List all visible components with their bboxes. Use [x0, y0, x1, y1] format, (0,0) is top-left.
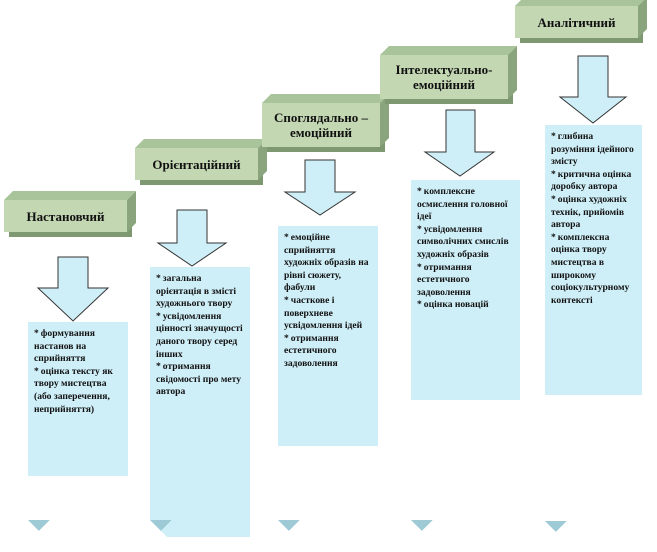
list-item: *оцінка новацій	[417, 299, 489, 311]
list-item: *емоційне сприйняття художніх образів на…	[284, 232, 369, 294]
down-arrow-icon	[156, 209, 228, 267]
stage-1-title: Настановчий	[26, 208, 105, 224]
list-item: *усвідомлення символічних смислів художн…	[417, 223, 509, 260]
stage-4-header: Інтелектуально-емоційний	[380, 55, 508, 99]
stage-2-items: *загальна орієнтація в змісті художнього…	[156, 273, 246, 399]
stage-5-title: Аналітичний	[537, 14, 616, 30]
list-item: *комплексне осмислення головної ідеї	[417, 186, 508, 223]
stage-5-header: Аналітичний	[515, 6, 638, 38]
stage-3-items: *емоційне сприйняття художніх образів на…	[284, 232, 374, 371]
stage-2-title: Орієнтаційний	[152, 156, 241, 172]
down-arrow-icon	[283, 159, 357, 216]
list-item: *формування настанов на сприйняття	[34, 328, 95, 365]
list-item: *комплексна оцінка твору мистецтва в шир…	[551, 231, 630, 306]
stage-3-title: Споглядально –емоційний	[273, 110, 369, 140]
stage-3-header: Споглядально –емоційний	[262, 103, 380, 147]
stage-5-card: *глибина розуміння ідейного змісту *крит…	[545, 125, 642, 543]
stage-2-header: Орієнтаційний	[135, 148, 258, 180]
list-item: *загальна орієнтація в змісті художнього…	[156, 273, 237, 310]
down-arrow-icon	[423, 109, 496, 177]
list-item: *отримання свідомості про мету автора	[156, 361, 242, 398]
stage-1-header: Настановчий	[4, 200, 127, 232]
list-item: *глибина розуміння ідейного змісту	[551, 131, 634, 168]
down-arrow-icon	[36, 256, 110, 322]
stage-1-items: *формування настанов на сприйняття *оцін…	[34, 328, 124, 416]
stage-1-card: *формування настанов на сприйняття *оцін…	[28, 322, 128, 542]
stage-4-items: *комплексне осмислення головної ідеї *ус…	[417, 186, 516, 312]
list-item: *усвідомлення цінності значущості даного…	[156, 310, 243, 360]
stage-3-card: *емоційне сприйняття художніх образів на…	[278, 226, 378, 542]
list-item: *оцінка художніх технік, прийомів автора	[551, 193, 627, 231]
list-item: *отримання естетичного задоволення	[284, 332, 339, 369]
list-item: *критична оцінка доробку автора	[551, 168, 632, 193]
stage-4-title: Інтелектуально-емоційний	[395, 62, 493, 92]
list-item: *оцінка тексту як твору мистецтва (або з…	[34, 365, 113, 415]
stage-5-items: *глибина розуміння ідейного змісту *крит…	[551, 131, 638, 307]
list-item: *часткове і поверхневе усвідомлення ідей	[284, 294, 363, 332]
stage-4-card: *комплексне осмислення головної ідеї *ус…	[411, 180, 520, 542]
down-arrow-icon	[558, 55, 628, 124]
stage-2-card: *загальна орієнтація в змісті художнього…	[150, 267, 250, 542]
list-item: *отримання естетичного задоволення	[417, 261, 472, 298]
